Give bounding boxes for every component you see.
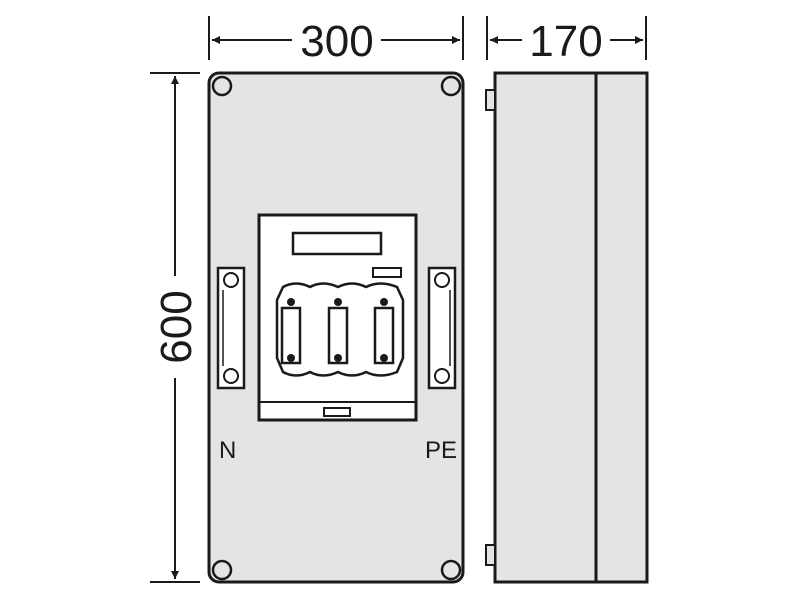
corner-screw-top-left bbox=[211, 75, 233, 97]
corner-screw-bottom-right bbox=[440, 559, 462, 581]
corner-screw-top-right bbox=[440, 75, 462, 97]
enclosure-side-body bbox=[493, 71, 649, 584]
hinge-top bbox=[485, 89, 496, 111]
fuse-switch-module bbox=[257, 213, 418, 422]
module-indicator-slot bbox=[372, 267, 402, 278]
height-dimension-label: 600 bbox=[152, 290, 201, 363]
side-view bbox=[485, 71, 649, 584]
hinge-bottom bbox=[485, 544, 496, 566]
width-dimension: 300 bbox=[208, 16, 464, 66]
fuse-holder-1 bbox=[280, 298, 302, 365]
front-view: N PE bbox=[207, 71, 465, 584]
neutral-terminal-bar bbox=[216, 266, 246, 390]
height-dimension: 600 bbox=[150, 72, 201, 583]
corner-screw-bottom-left bbox=[211, 559, 233, 581]
module-label-window bbox=[291, 231, 383, 256]
width-dimension-label: 300 bbox=[300, 17, 373, 66]
depth-dimension-label: 170 bbox=[529, 17, 602, 66]
neutral-label: N bbox=[219, 437, 236, 464]
module-latch bbox=[323, 407, 351, 417]
pe-label: PE bbox=[425, 437, 457, 464]
fuse-holder-3 bbox=[373, 298, 395, 365]
fuse-holder-2 bbox=[327, 298, 349, 365]
depth-dimension: 170 bbox=[486, 16, 647, 66]
pe-terminal-bar bbox=[427, 266, 457, 390]
